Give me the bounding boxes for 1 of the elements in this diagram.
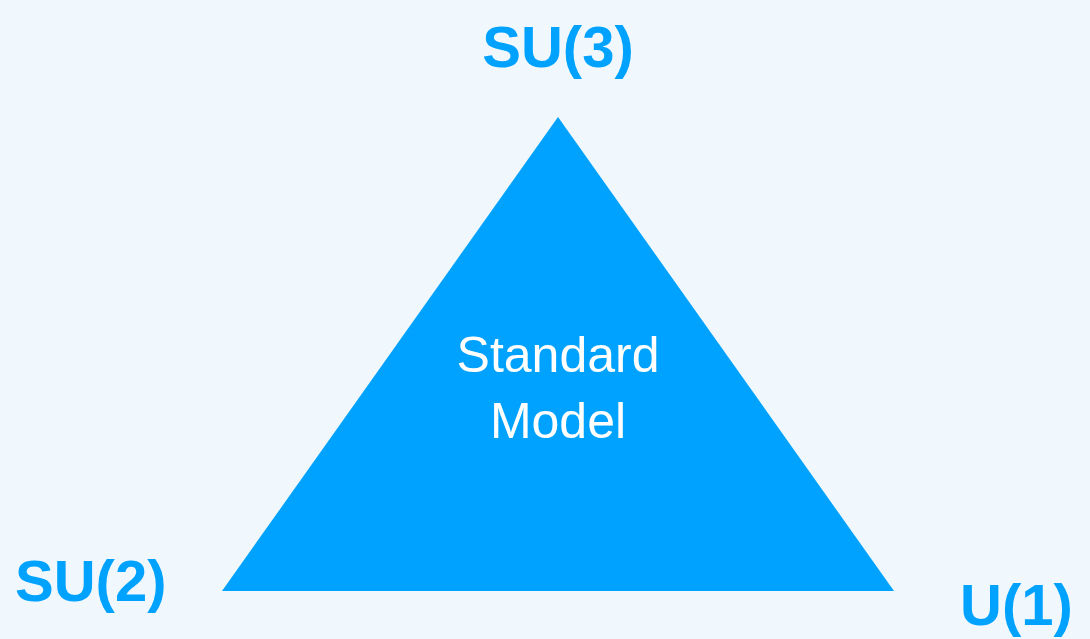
triangle-label: Standard Model xyxy=(455,326,661,451)
